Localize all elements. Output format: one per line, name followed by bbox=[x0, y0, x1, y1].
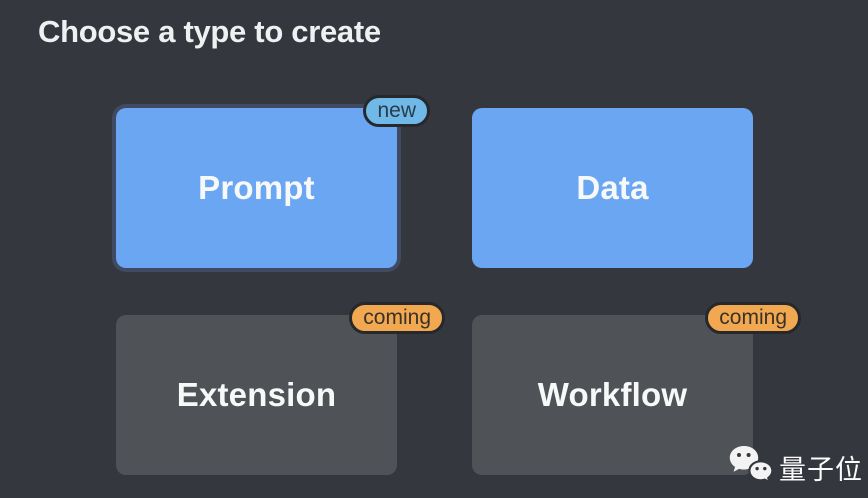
card-extension[interactable]: coming Extension bbox=[116, 302, 445, 475]
card-workflow[interactable]: coming Workflow bbox=[472, 302, 801, 475]
watermark: 量子位 bbox=[729, 443, 863, 492]
type-grid: new Prompt Data coming Extension coming … bbox=[116, 95, 801, 475]
watermark-text: 量子位 bbox=[779, 455, 863, 485]
coming-badge: coming bbox=[349, 302, 445, 334]
card-prompt[interactable]: new Prompt bbox=[116, 95, 430, 268]
card-workflow-label: Workflow bbox=[537, 376, 688, 413]
coming-badge: coming bbox=[705, 302, 801, 334]
card-extension-label: Extension bbox=[176, 376, 337, 413]
new-badge: new bbox=[363, 95, 430, 127]
wechat-icon bbox=[729, 446, 774, 485]
card-prompt-label: Prompt bbox=[198, 169, 315, 206]
card-data-label: Data bbox=[576, 169, 649, 206]
page-title: Choose a type to create bbox=[38, 14, 381, 49]
card-data[interactable]: Data bbox=[472, 108, 753, 268]
